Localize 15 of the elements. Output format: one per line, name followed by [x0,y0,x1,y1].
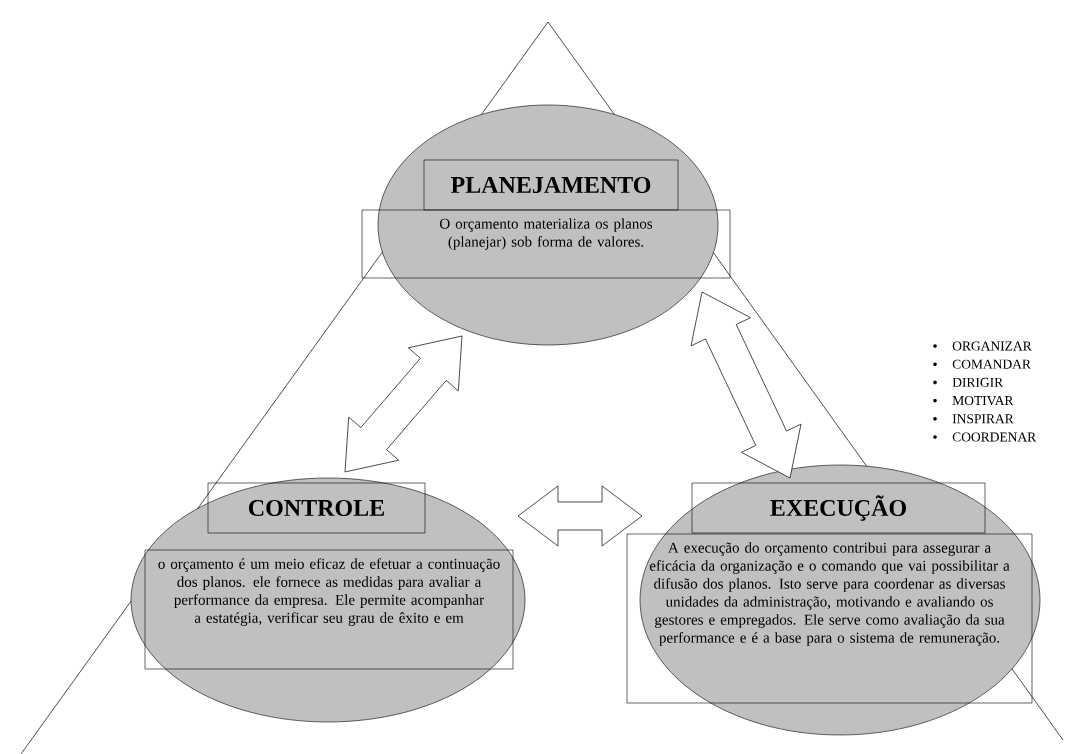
heading-box: EXECUÇÃO [691,482,986,534]
heading-box: CONTROLE [207,482,426,534]
block-arrow [517,485,643,547]
text-box: O orçamento materializa os planos (planejar) sob forma de valores. [361,209,731,279]
bullet-item: MOTIVAR [933,396,1014,406]
bullet-item: ORGANIZAR [933,341,1032,351]
bullet-item: COMANDAR [933,359,1031,369]
bullet-item: COORDENAR [933,432,1037,442]
heading-box: PLANEJAMENTO [423,159,679,211]
block-arrow [344,335,463,473]
block-arrow [690,291,802,479]
bullet-item: INSPIRAR [933,414,1014,424]
text-box: o orçamento é um meio eficaz de efetuar a continuação dos planos. ele fornece as medidas para avaliar a performance da empresa. Ele permite acompanhar a estatégia, verificar seu grau de êxito e em [144,549,514,670]
bullet-item: DIRIGIR [933,377,1004,387]
text-box: A execução do orçamento contribui para assegurar a eficácia da organização e o comando que vai possibilitar a difusão dos planos. Isto serve para coordenar as diversas unidades da administração, motivando e avaliando os gestores e empregados. Ele serve como avaliação da sua performance e é a base para o sistema de remuneração. [626,533,1033,704]
